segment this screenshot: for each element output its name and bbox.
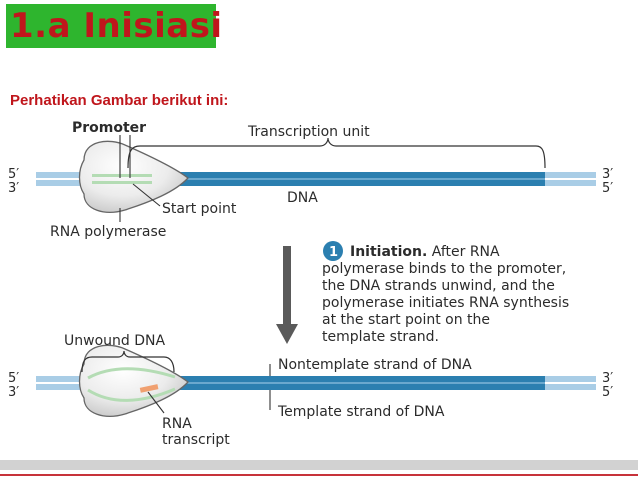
footer-rule	[0, 474, 638, 476]
step-number-badge	[323, 241, 343, 261]
rna-transcript-pointer	[147, 391, 165, 414]
step-line-3: polymerase initiates RNA synthesis	[322, 295, 569, 311]
transcription-unit-bracket	[127, 137, 546, 169]
step-line-5: template strand.	[322, 329, 439, 345]
title-banner: 1.a Inisiasi	[6, 4, 222, 48]
step-line-4: at the start point on the	[322, 312, 490, 328]
unwound-dna-label: Unwound DNA	[64, 333, 165, 349]
bottom-right-3prime: 3′	[602, 371, 613, 386]
bottom-rna-polymerase-shape	[78, 344, 189, 417]
top-dna-label: DNA	[287, 190, 318, 206]
bottom-left-3prime: 3′	[8, 385, 19, 400]
slide-subtitle: Perhatikan Gambar berikut ini:	[10, 92, 229, 109]
step-number: 1	[329, 245, 338, 260]
rna-polymerase-label: RNA polymerase	[50, 224, 166, 240]
top-dna-diagram: Promoter Transcription unit Start point …	[8, 120, 613, 240]
top-right-3prime: 3′	[602, 167, 613, 182]
promoter-label: Promoter	[72, 120, 146, 136]
rna-transcript-label-2: transcript	[162, 432, 230, 448]
footer-bar	[0, 460, 638, 470]
bottom-dna-diagram: Unwound DNA Nontemplate strand of DNA Te…	[8, 333, 613, 448]
rna-transcript-label-1: RNA	[162, 416, 192, 432]
bottom-right-5prime: 5′	[602, 385, 613, 400]
rna-transcript-shape	[139, 384, 159, 393]
start-point-label: Start point	[162, 201, 237, 217]
top-right-5prime: 5′	[602, 181, 613, 196]
bottom-left-5prime: 5′	[8, 371, 19, 386]
transcription-unit-label: Transcription unit	[247, 124, 370, 140]
step-text-line-1: Initiation. After RNA	[350, 244, 500, 260]
step-line-2: the DNA strands unwind, and the	[322, 278, 555, 294]
step-arrow	[276, 246, 298, 344]
step-description: 1 Initiation. After RNA polymerase binds…	[322, 241, 569, 345]
nontemplate-label: Nontemplate strand of DNA	[278, 357, 472, 373]
step-line-0: After RNA	[427, 244, 500, 260]
step-line-1: polymerase binds to the promoter,	[322, 261, 566, 277]
unwound-dna-bracket	[81, 350, 175, 373]
top-left-5prime: 5′	[8, 167, 19, 182]
start-point-pointer	[132, 183, 161, 207]
top-left-3prime: 3′	[8, 181, 19, 196]
template-label: Template strand of DNA	[277, 404, 445, 420]
slide-title: 1.a Inisiasi	[10, 6, 223, 46]
step-title: Initiation.	[350, 244, 427, 260]
